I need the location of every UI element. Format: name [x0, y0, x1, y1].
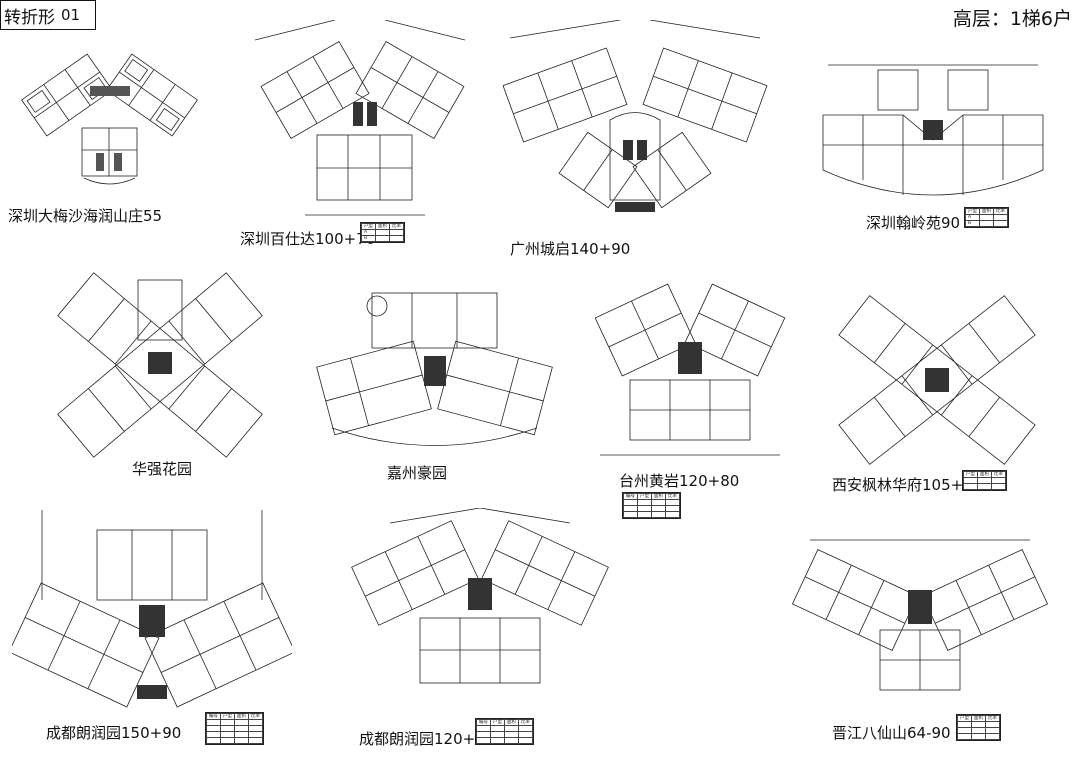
floor-plan-9: [12, 500, 292, 715]
floor-plan-1: [12, 50, 202, 200]
plan-label-9: 成都朗润园150+90: [44, 722, 184, 743]
floor-plan-11: [790, 530, 1050, 710]
plan-label-3: 广州城启140+90: [508, 238, 633, 259]
floor-plan-6: [312, 278, 557, 468]
floor-plan-7: [590, 270, 790, 470]
plan-label-4: 深圳翰岭苑90: [864, 212, 963, 233]
sheet-title-box: 转折形 01: [0, 0, 96, 30]
plan-label-1: 深圳大梅沙海润山庄55: [6, 205, 165, 226]
area-table-11: 户型面积比率: [956, 714, 1001, 741]
area-table-8: 户型面积比率: [962, 470, 1007, 491]
plan-label-2: 深圳百仕达100+70: [238, 228, 378, 249]
plan-label-5: 华强花园: [130, 458, 195, 479]
plan-label-11: 晋江八仙山64-90: [830, 722, 953, 743]
sheet-number: 01: [61, 6, 81, 24]
area-table-9: 编号户型面积比率: [205, 712, 264, 745]
floor-plan-10: [350, 508, 610, 708]
plan-label-6: 嘉州豪园: [385, 462, 450, 483]
area-table-10: 编号户型面积比率: [475, 718, 534, 745]
floor-plan-3: [490, 20, 780, 240]
floor-plan-8: [820, 290, 1055, 470]
sheet-subtitle: 高层：1梯6户: [952, 8, 1072, 30]
plan-label-8: 西安枫林华府105+90: [830, 474, 985, 495]
sheet-title: 转折形: [4, 7, 55, 28]
floor-plan-2: [245, 20, 475, 220]
area-table-7: 编号户型面积比率: [622, 492, 681, 519]
floor-plan-4: [808, 60, 1058, 210]
plan-label-7: 台州黄岩120+80: [617, 470, 742, 491]
floor-plan-5: [30, 260, 290, 470]
plan-label-10: 成都朗润园120+90: [357, 728, 497, 749]
